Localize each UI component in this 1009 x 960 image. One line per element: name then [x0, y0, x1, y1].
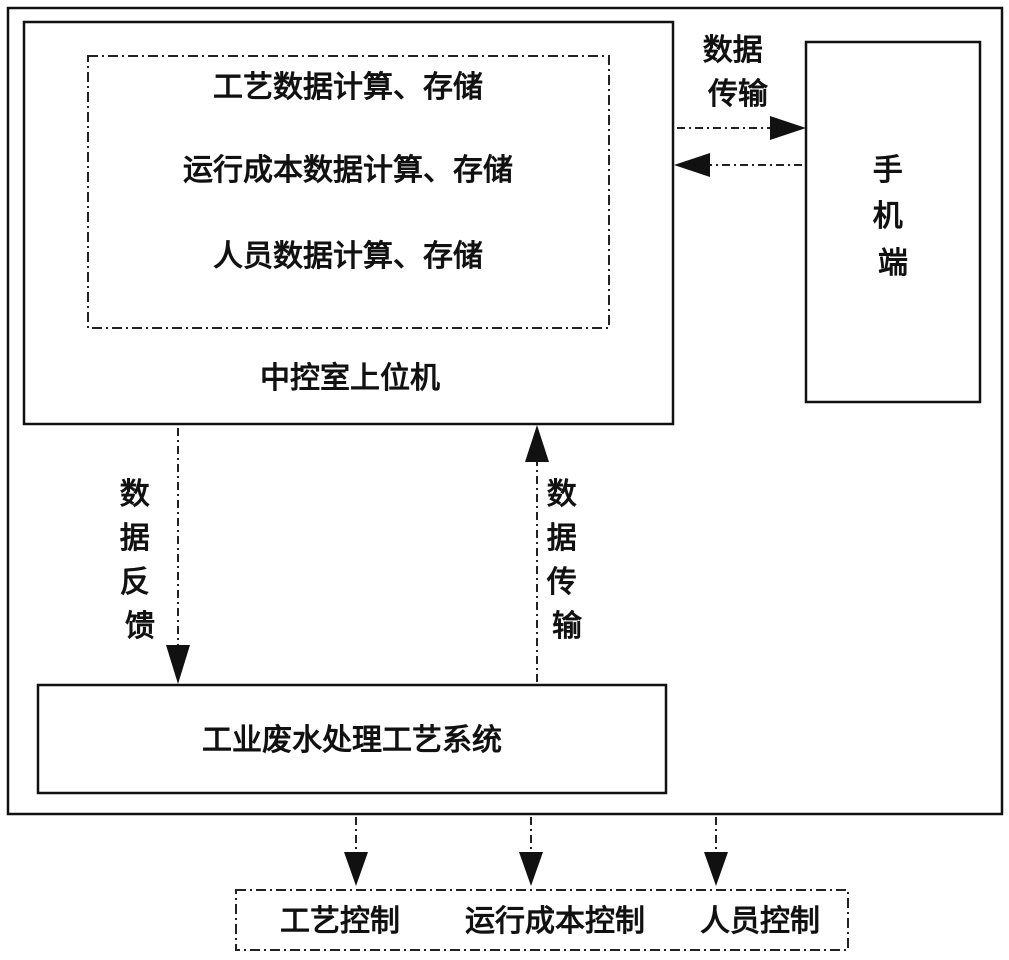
process-system-box	[36, 683, 668, 795]
phone-label: 手 机 端	[873, 153, 913, 281]
host-to-phone-arrowhead	[770, 116, 806, 140]
host-computer-box	[22, 20, 675, 426]
output-arrowhead-cost	[519, 852, 543, 886]
output-cost-control: 运行成本控制	[465, 904, 645, 939]
feedback-label-char-3: 反	[120, 565, 150, 600]
feedback-label-char-2: 据	[120, 521, 150, 556]
feedback-arrowhead	[166, 645, 190, 684]
feedback-label-char-4: 馈	[125, 609, 155, 644]
upload-arrowhead	[525, 425, 549, 462]
upload-label-char-4: 输	[552, 609, 583, 644]
output-arrowhead-process	[344, 852, 368, 886]
upload-label: 数 据 传 输	[546, 477, 587, 644]
output-arrowhead-personnel	[704, 852, 728, 886]
outer-system-frame	[6, 6, 1004, 816]
output-personnel-control: 人员控制	[700, 904, 820, 939]
feedback-label: 数 据 反 馈	[120, 477, 160, 644]
phone-label-char-1: 手	[873, 153, 903, 188]
host-phone-link-line-2: 传输	[707, 77, 769, 112]
phone-box	[804, 40, 982, 404]
function-personnel-data: 人员数据计算、存储	[213, 239, 483, 274]
host-phone-link-label: 数据 传输	[703, 33, 773, 112]
host-phone-link-line-1: 数据	[703, 33, 763, 68]
phone-label-char-2: 机	[873, 199, 903, 234]
host-function-group	[87, 55, 610, 329]
function-process-data: 工艺数据计算、存储	[213, 70, 483, 105]
output-process-control: 工艺控制	[280, 904, 400, 939]
process-system-label: 工业废水处理工艺系统	[202, 723, 502, 758]
upload-label-char-2: 据	[547, 521, 577, 556]
feedback-label-char-1: 数	[120, 477, 151, 512]
host-computer-label: 中控室上位机	[260, 361, 440, 396]
control-outputs-box	[235, 889, 849, 951]
upload-label-char-1: 数	[547, 477, 578, 512]
function-cost-data: 运行成本数据计算、存储	[183, 153, 513, 188]
upload-label-char-3: 传	[546, 565, 577, 600]
phone-label-char-3: 端	[878, 246, 908, 281]
phone-to-host-arrowhead	[674, 153, 710, 177]
